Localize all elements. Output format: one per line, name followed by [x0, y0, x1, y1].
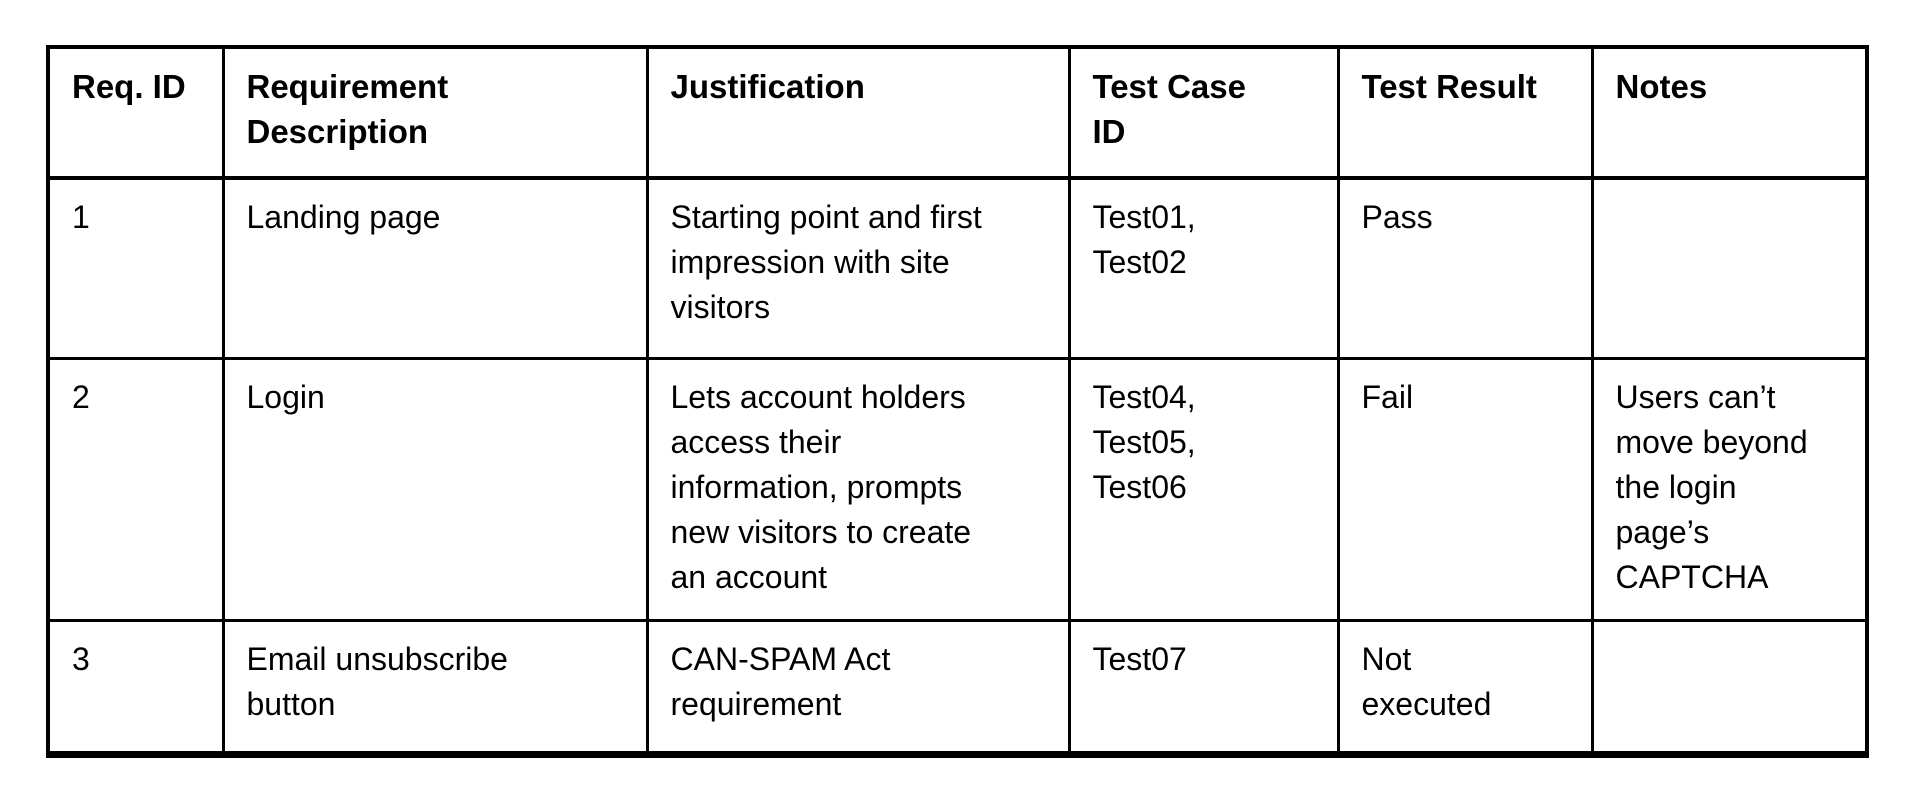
cell-test-result: Fail [1336, 356, 1594, 622]
header-justification: Justification [645, 45, 1071, 180]
cell-req-id: 3 [46, 618, 225, 756]
cell-requirement-description: Landing page [221, 176, 649, 360]
cell-requirement-description: Login [221, 356, 649, 622]
cell-notes [1590, 176, 1869, 360]
cell-justification: Starting point and first impression with… [645, 176, 1071, 360]
header-test-case-id: Test Case ID [1067, 45, 1340, 180]
table-row: 2 Login Lets account holders access thei… [46, 356, 1869, 622]
cell-req-id: 1 [46, 176, 225, 360]
header-req-id: Req. ID [46, 45, 225, 180]
header-notes: Notes [1590, 45, 1869, 180]
header-test-result: Test Result [1336, 45, 1594, 180]
cell-test-result: Not executed [1336, 618, 1594, 756]
cell-test-case-id: Test01, Test02 [1067, 176, 1340, 360]
cell-justification: CAN-SPAM Act requirement [645, 618, 1071, 756]
table-row: 3 Email unsubscribe button CAN-SPAM Act … [46, 618, 1869, 756]
cell-test-case-id: Test07 [1067, 618, 1340, 756]
table-row: 1 Landing page Starting point and first … [46, 176, 1869, 360]
cell-req-id: 2 [46, 356, 225, 622]
requirements-traceability-table: Req. ID Requirement Description Justific… [46, 45, 1869, 758]
cell-notes [1590, 618, 1869, 756]
cell-notes: Users can’t move beyond the login page’s… [1590, 356, 1869, 622]
cell-test-result: Pass [1336, 176, 1594, 360]
cell-test-case-id: Test04, Test05, Test06 [1067, 356, 1340, 622]
table-header-row: Req. ID Requirement Description Justific… [46, 45, 1869, 180]
header-requirement-description: Requirement Description [221, 45, 649, 180]
cell-justification: Lets account holders access their inform… [645, 356, 1071, 622]
cell-requirement-description: Email unsubscribe button [221, 618, 649, 756]
